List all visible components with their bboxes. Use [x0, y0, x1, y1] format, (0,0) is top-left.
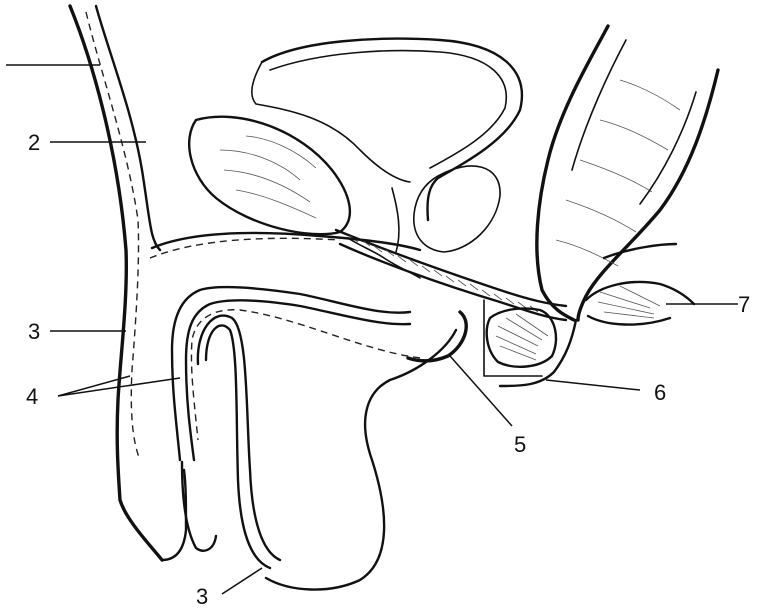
anal-sphincter	[500, 244, 694, 386]
label-6: 6	[654, 380, 666, 405]
leader-5	[450, 356, 512, 426]
label-4: 4	[26, 384, 38, 409]
abdominal-wall	[70, 6, 186, 560]
label-3-upper: 3	[28, 319, 40, 344]
leader-3b	[222, 568, 262, 594]
vas-deferens-band	[336, 230, 566, 320]
prostate	[392, 166, 500, 252]
rectum	[537, 26, 718, 320]
label-5: 5	[514, 432, 526, 457]
seminal-vesicle	[189, 117, 350, 235]
leader-lines	[6, 65, 738, 594]
leader-6	[546, 380, 640, 390]
pelvic-floor-region	[484, 300, 556, 376]
label-3-lower: 3	[196, 584, 208, 609]
urethra	[150, 233, 466, 590]
label-2: 2	[28, 130, 40, 155]
bladder	[252, 39, 522, 220]
label-7: 7	[738, 292, 750, 317]
